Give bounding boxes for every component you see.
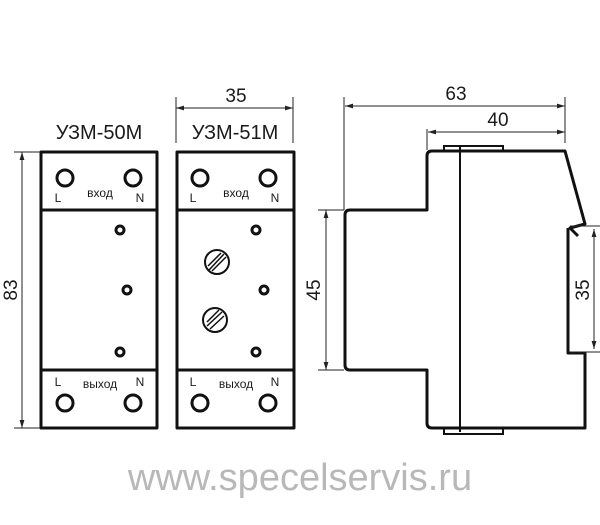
adjustment-knob-icon bbox=[204, 249, 230, 275]
rail-clip bbox=[443, 145, 504, 152]
label-n: N bbox=[136, 191, 145, 205]
dimension-width-label: 35 bbox=[225, 86, 246, 107]
label-output: выход bbox=[219, 377, 253, 391]
label-n: N bbox=[271, 191, 280, 205]
dimension-front-height: 45 bbox=[304, 209, 344, 371]
label-l: L bbox=[55, 375, 62, 389]
terminal-n-in bbox=[258, 168, 278, 188]
device-body bbox=[39, 150, 159, 430]
adjustment-knob-icon bbox=[202, 307, 228, 333]
indicator-led bbox=[114, 346, 126, 358]
dimension-rail-label: 35 bbox=[573, 279, 594, 300]
model-label-right: УЗМ-51М bbox=[192, 122, 279, 144]
device-uzm-50m-front: УЗМ-50М L вход N L выход N bbox=[39, 122, 159, 430]
terminal-n-out bbox=[258, 393, 278, 413]
terminal-l-in bbox=[55, 168, 75, 188]
dimension-height-label: 83 bbox=[1, 279, 22, 300]
dimension-front-depth-label: 40 bbox=[487, 110, 508, 131]
label-n: N bbox=[136, 375, 145, 389]
terminal-n-in bbox=[123, 168, 143, 188]
terminal-l-out bbox=[55, 393, 75, 413]
label-input: вход bbox=[223, 186, 249, 200]
label-l: L bbox=[190, 191, 197, 205]
dimension-depth-label: 63 bbox=[445, 84, 466, 105]
dimension-depth: 63 bbox=[343, 84, 566, 210]
dimension-width: 35 bbox=[175, 86, 294, 143]
rail-clip bbox=[443, 427, 504, 435]
indicator-led bbox=[258, 284, 270, 296]
label-l: L bbox=[190, 375, 197, 389]
dimension-front-height-label: 45 bbox=[304, 279, 325, 300]
dimension-front-depth: 40 bbox=[426, 110, 565, 150]
terminal-l-out bbox=[190, 393, 210, 413]
dimension-rail: 35 bbox=[570, 225, 600, 353]
device-body bbox=[175, 150, 296, 430]
device-uzm-51m-front: УЗМ-51М L вход N L выход N bbox=[175, 122, 296, 430]
terminal-l-in bbox=[190, 168, 210, 188]
watermark: www.specelservis.ru bbox=[127, 457, 472, 499]
model-label-left: УЗМ-50М bbox=[56, 122, 143, 144]
indicator-led bbox=[250, 224, 262, 236]
label-input: вход bbox=[87, 186, 113, 200]
indicator-led bbox=[121, 284, 133, 296]
dimension-height: 83 bbox=[1, 151, 40, 429]
device-side-view bbox=[343, 145, 587, 435]
terminal-n-out bbox=[123, 393, 143, 413]
label-output: выход bbox=[83, 377, 117, 391]
indicator-led bbox=[114, 224, 126, 236]
label-l: L bbox=[55, 191, 62, 205]
label-n: N bbox=[271, 375, 280, 389]
indicator-led bbox=[250, 346, 262, 358]
